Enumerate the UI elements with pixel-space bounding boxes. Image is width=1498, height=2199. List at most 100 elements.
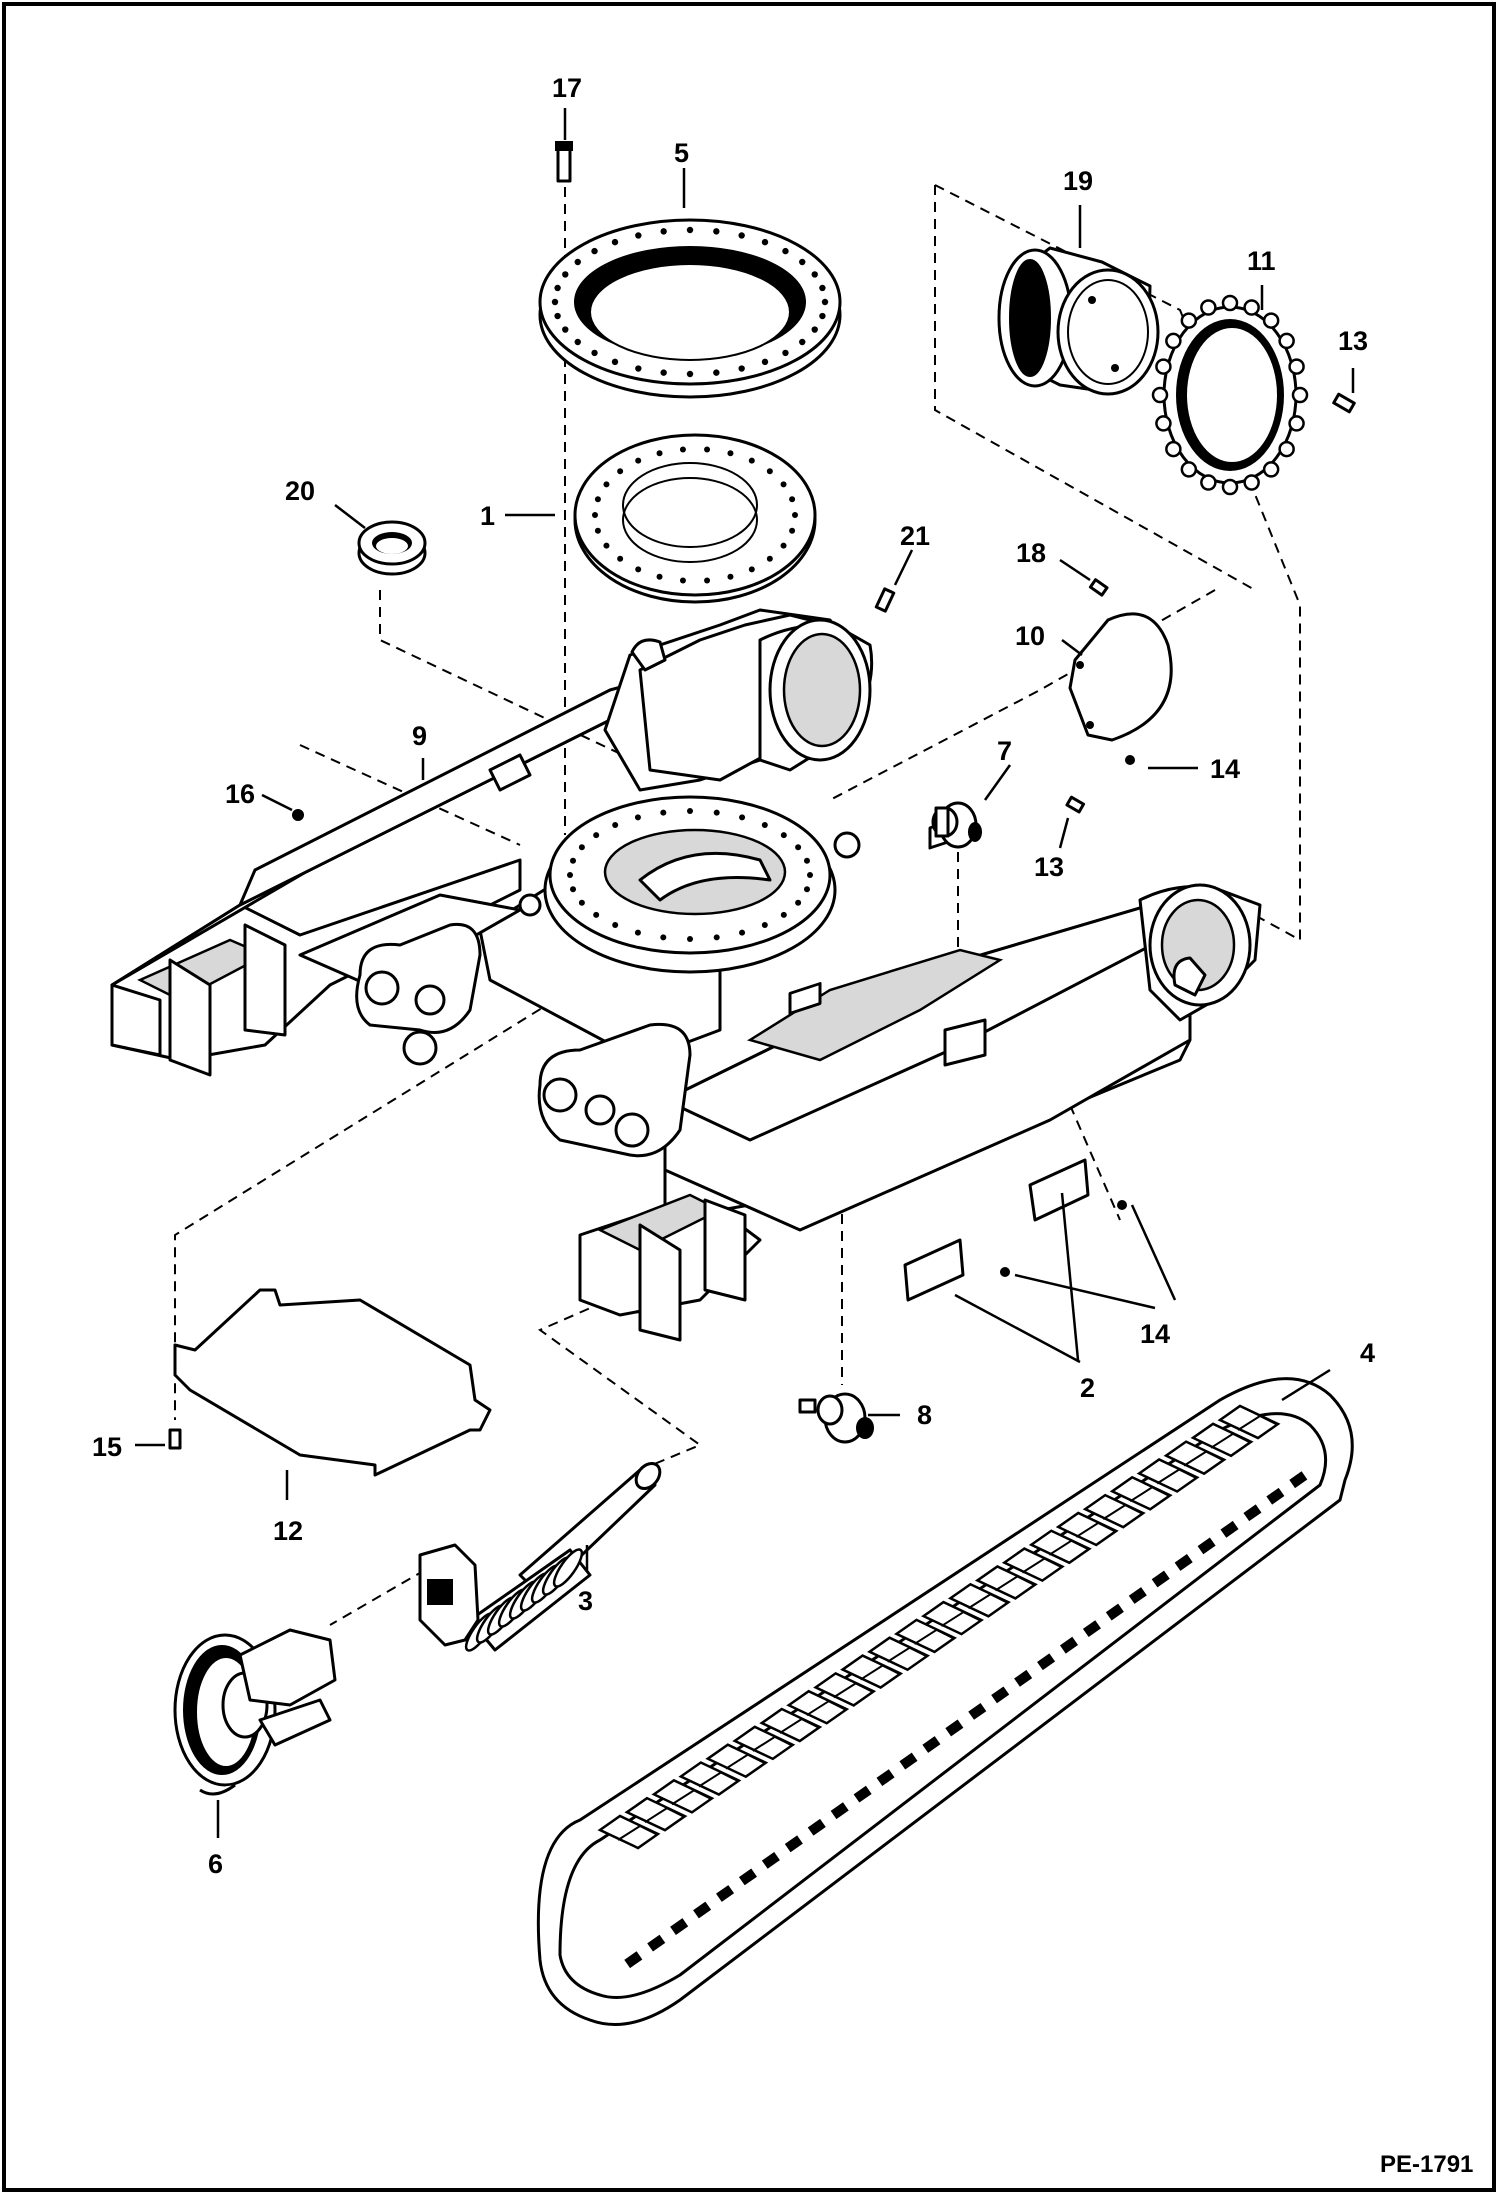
plate-hole bbox=[594, 496, 601, 503]
sprocket-tooth bbox=[1262, 312, 1280, 329]
callout-3: 3 bbox=[578, 1586, 593, 1616]
turntable-hole bbox=[612, 821, 619, 828]
turntable-hole bbox=[578, 844, 585, 851]
track-guide bbox=[1197, 1537, 1216, 1555]
spring-coil bbox=[552, 1548, 584, 1588]
bearing-hole bbox=[761, 358, 769, 366]
track-lug-edge bbox=[1156, 1468, 1196, 1485]
plate-hole bbox=[603, 542, 610, 549]
track-lug-edge bbox=[644, 1807, 684, 1824]
track-lug-edge bbox=[1075, 1521, 1115, 1538]
plate-hole bbox=[792, 512, 798, 518]
bearing-hole bbox=[562, 326, 569, 333]
plate-hole bbox=[766, 468, 773, 475]
bolt-17 bbox=[555, 141, 573, 183]
track-guide bbox=[945, 1719, 964, 1737]
bearing-hole bbox=[554, 284, 561, 292]
track-lug-edge bbox=[833, 1682, 873, 1699]
bearing-hole bbox=[761, 238, 769, 246]
turntable-hole bbox=[567, 872, 573, 878]
bearing-hole bbox=[611, 238, 619, 246]
plate-hole bbox=[592, 512, 598, 518]
rubber-track bbox=[536, 1377, 1354, 2026]
track-guide bbox=[1266, 1487, 1285, 1505]
track-guide bbox=[830, 1802, 849, 1820]
callout-18: 18 bbox=[1016, 538, 1046, 568]
callout-4: 4 bbox=[1360, 1338, 1375, 1368]
bearing-hole bbox=[819, 312, 826, 320]
turntable-hole bbox=[660, 809, 667, 816]
track-lug-edge bbox=[1021, 1557, 1061, 1574]
plate-hole bbox=[780, 542, 787, 549]
turntable-hole bbox=[803, 857, 810, 864]
plate-hole bbox=[656, 573, 663, 580]
track-guide bbox=[1128, 1587, 1147, 1604]
track-guide bbox=[853, 1785, 872, 1803]
track-guide bbox=[1151, 1570, 1170, 1588]
turntable-hole bbox=[803, 886, 810, 893]
turntable-hole bbox=[739, 929, 746, 936]
plate-hole bbox=[780, 481, 787, 488]
track-guide bbox=[1289, 1471, 1308, 1489]
bearing-hole bbox=[782, 247, 789, 255]
turntable-hole bbox=[795, 899, 802, 906]
turntable-hole bbox=[687, 808, 693, 814]
plate-hole bbox=[594, 527, 601, 534]
mounting-plate bbox=[573, 433, 817, 604]
plate-hole bbox=[635, 457, 642, 464]
bearing-hole bbox=[551, 298, 559, 306]
bearing-hole bbox=[635, 365, 642, 372]
turntable-hole bbox=[660, 934, 667, 941]
turntable-hole bbox=[761, 922, 768, 929]
callout-7: 7 bbox=[997, 736, 1012, 766]
sprocket-tooth bbox=[1221, 294, 1239, 312]
track-guide bbox=[693, 1901, 712, 1919]
plate-hole bbox=[617, 555, 624, 562]
track-lug-edge bbox=[1183, 1450, 1223, 1467]
turntable-hole bbox=[739, 814, 746, 821]
plate-bolt-holes bbox=[592, 446, 798, 584]
sprocket-tooth bbox=[1151, 386, 1169, 404]
track-lug-edge bbox=[1102, 1503, 1142, 1520]
sprocket-tooth bbox=[1180, 312, 1198, 329]
bearing-hole bbox=[611, 358, 619, 366]
sprocket-tooth bbox=[1165, 332, 1182, 350]
turntable-hole bbox=[687, 936, 693, 942]
bearing-hole bbox=[660, 228, 667, 235]
turntable-hole bbox=[713, 934, 720, 941]
front-idler bbox=[173, 1628, 337, 1796]
callout-13-right: 13 bbox=[1034, 852, 1064, 882]
callout-10: 10 bbox=[1015, 621, 1045, 651]
bearing-hole bbox=[574, 338, 581, 346]
plate-hole bbox=[748, 457, 755, 464]
swing-bearing bbox=[538, 218, 842, 399]
turntable-hole bbox=[780, 911, 787, 918]
callout-6: 6 bbox=[208, 1849, 223, 1879]
plate-hole bbox=[727, 573, 734, 580]
sprocket-tooth bbox=[1180, 461, 1198, 478]
turntable-hole bbox=[761, 821, 768, 828]
turntable-hole bbox=[780, 832, 787, 839]
callout-2: 2 bbox=[1080, 1373, 1095, 1403]
bolt-18 bbox=[1088, 578, 1109, 597]
sprocket-tooth bbox=[1155, 358, 1172, 375]
bearing-hole bbox=[591, 247, 598, 255]
callout-15: 15 bbox=[92, 1432, 122, 1462]
seal-ring bbox=[357, 520, 427, 576]
track-lug-edge bbox=[967, 1593, 1007, 1610]
access-plates bbox=[903, 1158, 1127, 1302]
track-guide bbox=[624, 1951, 643, 1969]
callout-13-top: 13 bbox=[1338, 326, 1368, 356]
plate-hole bbox=[789, 496, 796, 503]
callout-14: 14 bbox=[1140, 1319, 1170, 1349]
bearing-hole bbox=[782, 349, 789, 357]
carrier-roller-top bbox=[931, 801, 982, 849]
sprocket-tooth bbox=[1243, 474, 1260, 491]
bearing-hole bbox=[574, 258, 581, 266]
callout-14-cover: 14 bbox=[1210, 754, 1240, 784]
track-guide bbox=[968, 1702, 987, 1720]
bearing-hole bbox=[799, 338, 806, 346]
bearing-hole bbox=[635, 232, 642, 239]
